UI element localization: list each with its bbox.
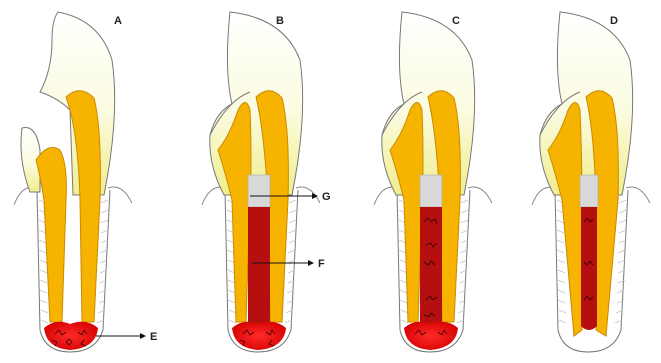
coronal-plug [580,175,598,207]
label-e: E [150,331,157,343]
canal-blood [248,207,270,326]
gingiva-right [468,187,492,203]
gingiva-right [296,187,320,203]
coronal-plug [420,175,442,207]
gingiva-right [108,187,132,203]
panel-c-label: C [452,15,460,27]
gingiva-right [626,187,650,203]
arrow-e-head [140,333,146,339]
panel-a-label: A [114,15,122,27]
label-f: F [318,258,325,270]
panel-c: C [374,12,492,352]
panel-a: A [14,12,132,352]
coronal-plug [248,175,270,207]
callout-e: E [96,331,157,343]
arrow-f-head [308,260,314,266]
panel-b: B [202,12,320,352]
canal-blood [581,207,597,330]
panel-d-label: D [610,15,618,27]
panel-b-label: B [276,15,284,27]
label-g: G [322,191,331,203]
canal-blood [420,207,442,326]
panel-d: D [532,12,650,352]
